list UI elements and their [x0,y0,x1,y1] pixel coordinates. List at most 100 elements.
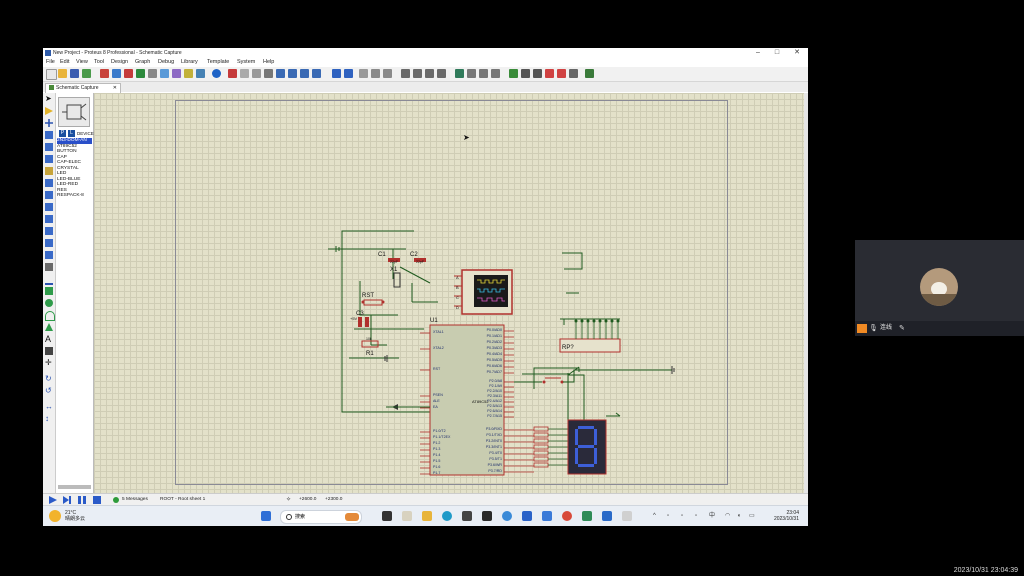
grid-icon[interactable] [240,69,249,78]
app-icon-1[interactable] [462,511,472,521]
mirror-x-icon[interactable]: ↔ [45,402,53,411]
menu-edit[interactable]: Edit [60,59,70,65]
redo-icon[interactable] [344,69,353,78]
minimize-button[interactable]: – [756,49,760,56]
generator-icon[interactable] [45,227,53,235]
wifi-icon[interactable]: ◠ [725,513,731,519]
terminals-icon[interactable] [45,179,53,187]
messages-count[interactable]: 5 Messages [122,497,148,502]
source-code-icon[interactable] [160,69,169,78]
rotate-cw-icon[interactable]: ↻ [45,374,52,383]
zoom-in-icon[interactable] [276,69,285,78]
virtual-instruments-icon[interactable] [45,263,53,271]
menu-view[interactable]: View [76,59,88,65]
3d-view-icon[interactable] [172,69,181,78]
zoom-area-icon[interactable] [312,69,321,78]
text-script-icon[interactable] [45,143,53,151]
menu-debug[interactable]: Debug [158,59,175,65]
buses-icon[interactable] [45,155,53,163]
menu-tool[interactable]: Tool [94,59,105,65]
tray-icon-1[interactable]: ▫ [667,513,670,519]
pick-device-icon[interactable] [455,69,464,78]
app-icon-6[interactable] [602,511,612,521]
block-delete-icon[interactable] [437,69,446,78]
app-icon-2[interactable] [482,511,492,521]
current-probe-icon[interactable] [45,251,53,259]
app-icon-7[interactable] [622,511,632,521]
wire-autorouter-icon[interactable] [509,69,518,78]
device-item[interactable]: BUTTON [57,149,77,154]
device-item[interactable]: LED [57,171,67,176]
component-mode-icon[interactable] [45,107,53,115]
zoom-all-icon[interactable] [300,69,309,78]
device-item[interactable]: RESPACK-8 [57,193,84,198]
app-icon-3[interactable] [502,511,512,521]
microphone-icon[interactable]: 🎙 [869,325,878,332]
line-icon[interactable] [45,275,53,285]
selection-mode-icon[interactable]: ➤ [45,94,52,103]
maximize-button[interactable]: □ [774,49,780,56]
device-pins-icon[interactable] [45,191,53,199]
step-icon[interactable] [63,496,71,504]
battery-icon[interactable]: ▭ [749,513,755,519]
new-file-icon[interactable] [46,69,57,80]
block-rotate-icon[interactable] [425,69,434,78]
wire-label-icon[interactable] [45,131,53,139]
tray-icon-3[interactable]: ▫ [695,513,698,519]
chrome-icon[interactable] [562,511,572,521]
menu-library[interactable]: Library [181,59,198,65]
decompose-icon[interactable] [491,69,500,78]
device-item[interactable]: RES [57,187,67,193]
copy-icon[interactable] [371,69,380,78]
open-folder-icon[interactable] [58,69,67,78]
volume-icon[interactable]: ◖ [737,513,741,519]
symbol-icon[interactable] [45,347,53,355]
pause-icon[interactable] [78,496,86,504]
menu-graph[interactable]: Graph [135,59,151,65]
tape-recorder-icon[interactable] [45,215,53,223]
cut-icon[interactable] [359,69,368,78]
design-explorer-icon[interactable] [184,69,193,78]
undo-icon[interactable] [332,69,341,78]
block-move-icon[interactable] [413,69,422,78]
circle-icon[interactable] [45,299,53,307]
menu-file[interactable]: File [46,59,55,65]
zoom-out-icon[interactable] [288,69,297,78]
help-icon[interactable] [196,69,205,78]
save-icon[interactable] [70,69,79,78]
property-tool-icon[interactable] [533,69,542,78]
pan-icon[interactable] [264,69,273,78]
weather-widget[interactable]: 21°C 晴朗多云 [49,510,85,522]
menu-template[interactable]: Template [207,59,230,65]
new-sheet-icon[interactable] [545,69,554,78]
graph-mode-icon[interactable] [45,203,53,211]
bom-icon[interactable] [148,69,157,78]
info-icon[interactable] [212,69,221,78]
mirror-y-icon[interactable]: ↕ [45,414,49,423]
device-item[interactable]: AT89C52 [57,143,77,149]
menu-help[interactable]: Help [263,59,275,65]
pick-devices-button[interactable]: P [59,130,66,137]
device-item[interactable]: LED-BLUE [57,176,81,182]
sub-circuit-icon[interactable] [45,167,53,175]
tray-chevron-icon[interactable]: ^ [653,513,656,519]
voltage-probe-icon[interactable] [45,239,53,247]
input-method-icon[interactable]: 中 [709,513,716,519]
import-icon[interactable] [82,69,91,78]
start-icon[interactable] [261,511,271,521]
tab-close-icon[interactable]: ✕ [112,85,117,91]
device-list-scrollbar[interactable] [58,485,91,489]
gerber-icon[interactable] [136,69,145,78]
pcb-icon[interactable] [124,69,133,78]
schematic-canvas[interactable]: U1 AT89C52 C1 C2 X1 RST C3 R1 RP? +5V 22… [94,93,808,493]
bill-icon[interactable] [585,69,594,78]
menu-system[interactable]: System [237,59,256,65]
file-explorer-icon[interactable] [422,511,432,521]
taskbar-search[interactable]: 搜索 [280,510,362,524]
play-icon[interactable] [49,496,57,504]
home-icon[interactable] [100,69,109,78]
rotate-ccw-icon[interactable]: ↺ [45,386,52,395]
library-manager-button[interactable]: L [68,130,75,137]
device-item[interactable]: CAP-ELEC [57,160,81,165]
tray-icon-2[interactable]: ▫ [681,513,684,519]
